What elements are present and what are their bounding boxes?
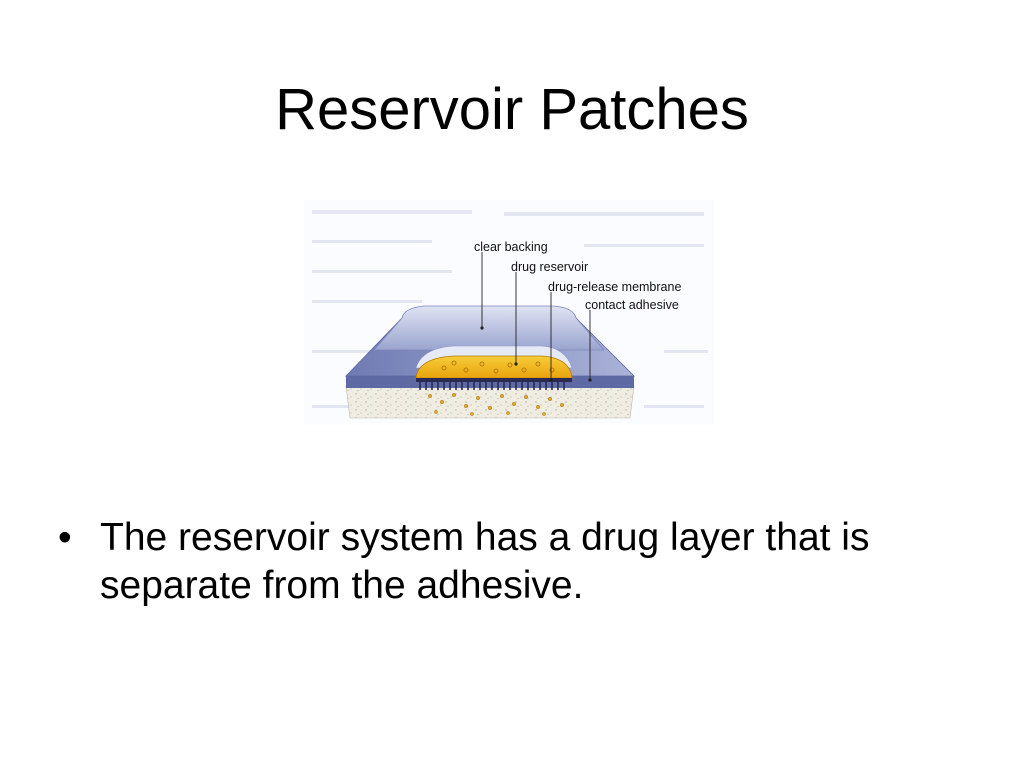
callout-lines bbox=[481, 252, 591, 380]
bullet-marker: • bbox=[58, 516, 72, 559]
label-contact-adhesive: contact adhesive bbox=[585, 298, 679, 312]
label-drug-release-membrane: drug-release membrane bbox=[548, 280, 681, 294]
clear-backing bbox=[373, 305, 605, 351]
label-clear-backing: clear backing bbox=[474, 240, 548, 254]
bullet-list: • The reservoir system has a drug layer … bbox=[58, 514, 978, 610]
bullet-item: • The reservoir system has a drug layer … bbox=[58, 514, 978, 610]
reservoir-particles bbox=[441, 360, 555, 374]
reservoir-patch-diagram: clear backing drug reservoir drug-releas… bbox=[304, 200, 714, 425]
bullet-text: The reservoir system has a drug layer th… bbox=[100, 516, 870, 607]
background-text-texture bbox=[312, 210, 708, 408]
callout-endpoints bbox=[480, 326, 592, 382]
slide-title: Reservoir Patches bbox=[275, 77, 749, 142]
drug-reservoir bbox=[415, 355, 573, 379]
label-drug-reservoir: drug reservoir bbox=[511, 260, 588, 274]
patch-illustration: clear backing drug reservoir drug-releas… bbox=[304, 200, 714, 425]
skin-layer bbox=[345, 385, 635, 419]
membrane-pores bbox=[419, 382, 565, 390]
diffused-particles bbox=[427, 392, 565, 416]
drug-release-membrane bbox=[416, 378, 572, 382]
